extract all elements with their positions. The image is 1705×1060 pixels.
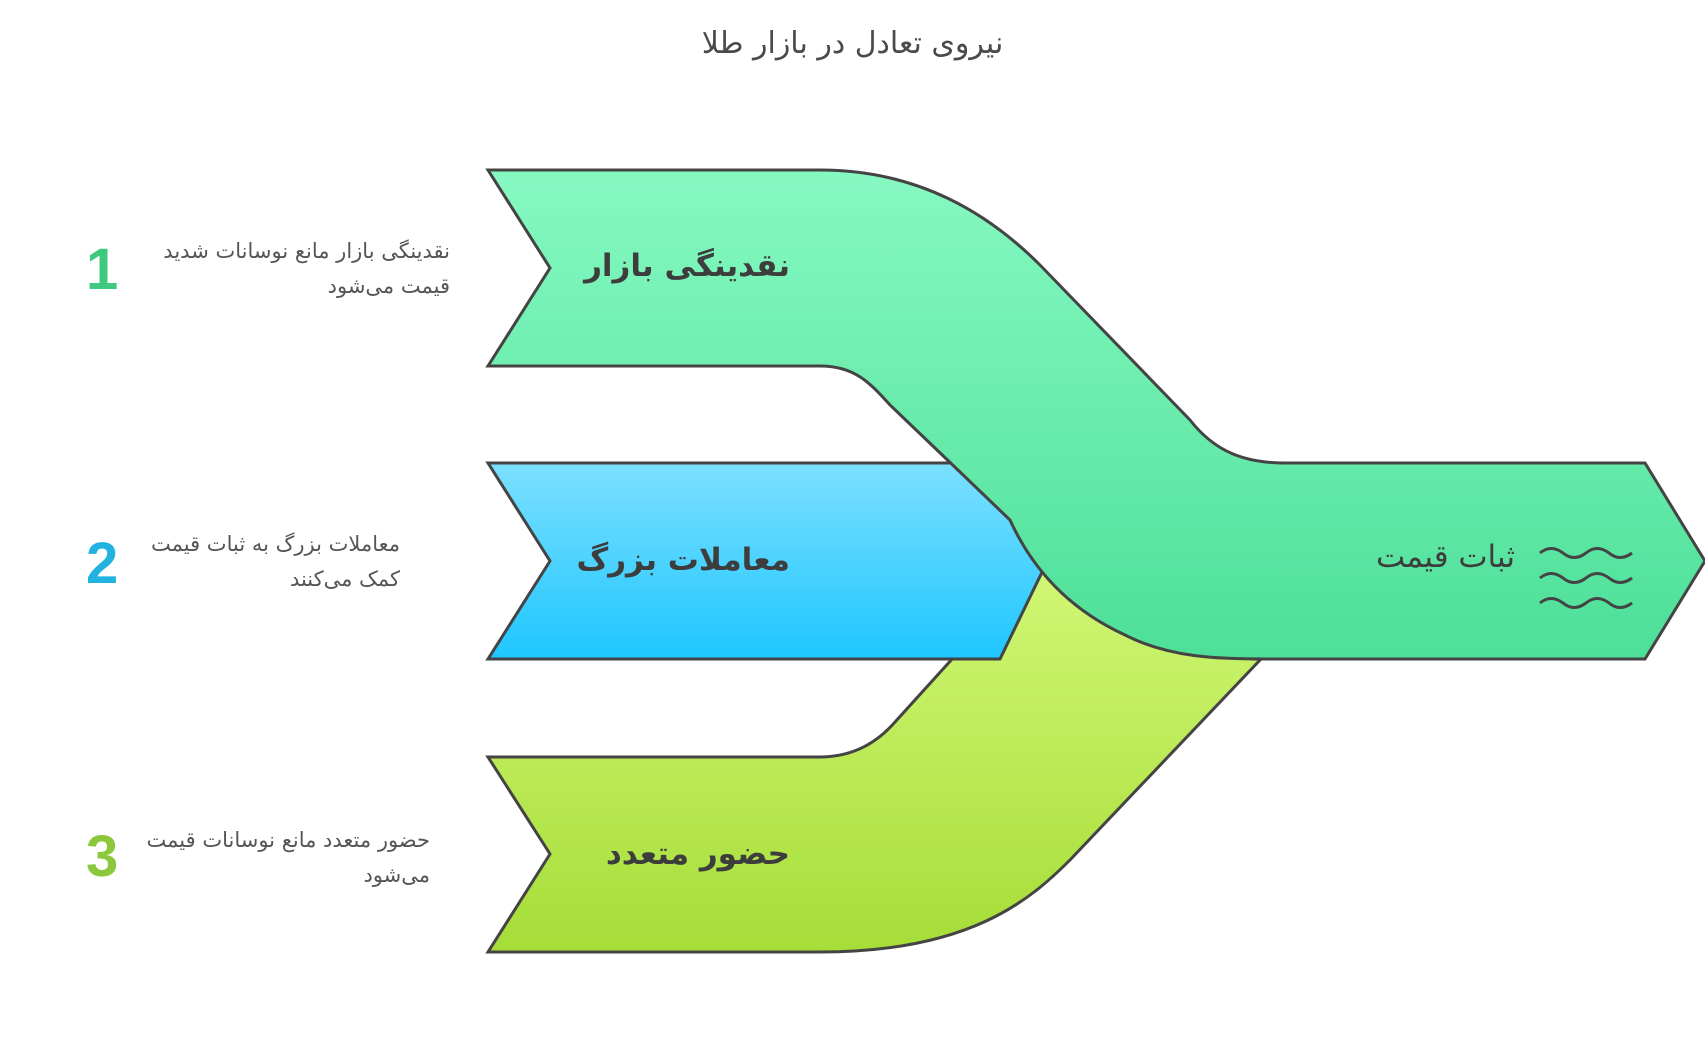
arrow-green: [485, 168, 1705, 661]
diagram-title: نیروی تعادل در بازار طلا: [701, 26, 1004, 61]
step-number-2: 2: [86, 531, 119, 596]
step-number-1: 1: [86, 237, 119, 302]
step-description-3: حضور متعدد مانع نوسانات قیمت می‌شود: [146, 828, 430, 887]
label-market-liquidity: نقدینگی بازار: [584, 248, 790, 284]
step-number-3: 3: [86, 824, 119, 889]
step-description-1: نقدینگی بازار مانع نوسانات شدید قیمت می‌…: [163, 239, 450, 298]
label-multiple-presence: حضور متعدد: [605, 836, 790, 872]
waves-icon: [1539, 547, 1633, 609]
result-label: ثبات قیمت: [1375, 539, 1515, 575]
arrow-lime: [485, 538, 1262, 954]
step-description-2: معاملات بزرگ به ثبات قیمت کمک می‌کنند: [151, 532, 400, 591]
label-large-trades: معاملات بزرگ: [576, 542, 790, 578]
